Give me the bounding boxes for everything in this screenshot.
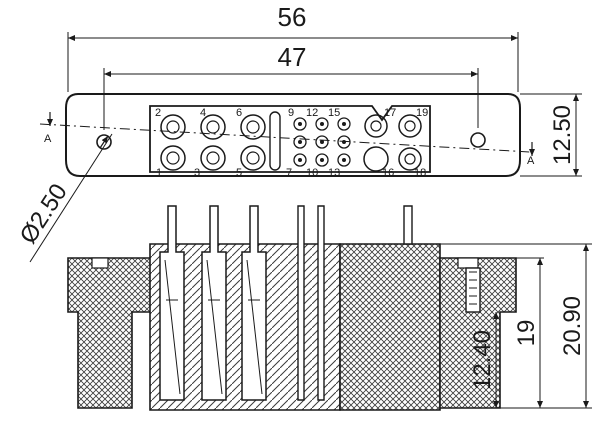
- dim-hole-spacing: 47: [103, 42, 479, 128]
- section-line: [39, 123, 531, 153]
- pin-label-18: 18: [414, 167, 426, 179]
- dim-height-total: 20.90: [440, 243, 592, 409]
- dim-56-label: 56: [278, 2, 307, 32]
- mounting-hole-right: [470, 132, 486, 148]
- right-contacts: [363, 114, 422, 172]
- pin-label-17: 17: [384, 107, 396, 119]
- pin-label-1: 1: [156, 167, 162, 179]
- insert-outline: [149, 105, 431, 173]
- pin-3-contact: [200, 145, 226, 171]
- pin-label-13: 13: [328, 167, 340, 179]
- body-right-section: [339, 243, 441, 411]
- mounting-hole-left: [96, 134, 112, 150]
- mounting-screw: [465, 267, 481, 313]
- section-pins: [159, 205, 413, 401]
- pin-label-4: 4: [200, 107, 206, 119]
- pin-label-16: 16: [382, 167, 394, 179]
- pin-label-15: 15: [328, 107, 340, 119]
- pin-numbers: 2 4 6 1 3 5 9 12 15 7 10 13 17 19 16 18: [155, 107, 428, 179]
- pin-label-10: 10: [306, 167, 318, 179]
- dim-overall-width: 56: [67, 2, 519, 92]
- dim-height-low: 12.40: [469, 311, 516, 408]
- dim-height-top-view: 12.50: [520, 93, 582, 177]
- coding-hole: [363, 146, 389, 172]
- insert-slot: [269, 111, 281, 171]
- pin-2-contact: [160, 114, 186, 140]
- dim-12-40-label: 12.40: [469, 330, 496, 390]
- pin-label-12: 12: [306, 107, 318, 119]
- pin-6-contact: [240, 114, 266, 140]
- dim-height-mid: 19: [513, 257, 544, 408]
- section-mark-right: A: [527, 155, 535, 167]
- section-view: [67, 205, 517, 411]
- flange-outline: [65, 93, 521, 177]
- section-mark-left: A: [44, 133, 52, 145]
- dim-47-label: 47: [278, 42, 307, 72]
- pin-label-19: 19: [416, 107, 428, 119]
- pin-1-contact: [160, 145, 186, 171]
- dim-20-90-label: 20.90: [559, 296, 586, 356]
- flange-left-section: [67, 257, 159, 409]
- pin-5-contact: [240, 145, 266, 171]
- dim-diameter-label: Ø2.50: [15, 179, 73, 249]
- dim-12-50-label: 12.50: [549, 105, 576, 165]
- pin-label-6: 6: [236, 107, 242, 119]
- dim-hole-diameter: Ø2.50: [15, 133, 113, 263]
- large-contacts: [160, 114, 266, 171]
- pin-label-7: 7: [286, 167, 292, 179]
- pin-label-3: 3: [194, 167, 200, 179]
- top-view: 2 4 6 1 3 5 9 12 15 7 10 13 17 19 16 18 …: [39, 93, 535, 179]
- pin-4-contact: [200, 114, 226, 140]
- pin-label-2: 2: [155, 107, 161, 119]
- dim-19-label: 19: [513, 320, 540, 347]
- pin-label-9: 9: [288, 107, 294, 119]
- small-contacts: [293, 117, 351, 167]
- coding-pin: [403, 205, 413, 245]
- pin-label-5: 5: [236, 167, 242, 179]
